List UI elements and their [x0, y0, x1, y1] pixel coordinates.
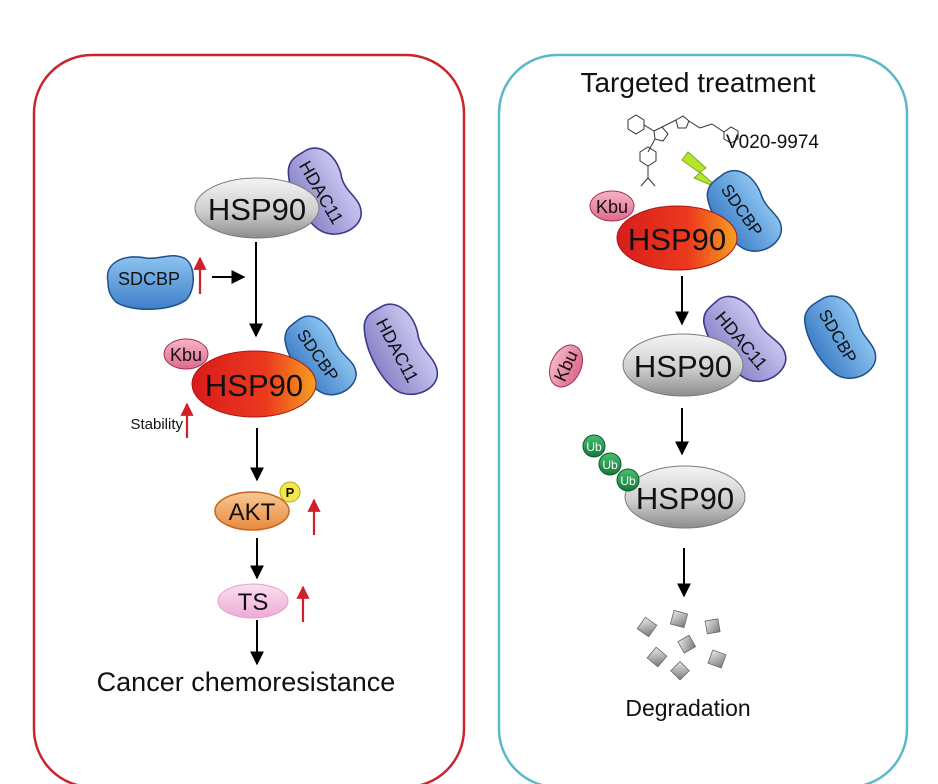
left-panel-border: [32, 53, 466, 784]
kbu-bound-protein: [589, 190, 635, 222]
hsp90-ub-label: HSP90: [636, 481, 734, 516]
ub-badge-1: [582, 434, 606, 458]
hsp90-red-label: HSP90: [628, 222, 726, 257]
ub-badge-2: [598, 452, 622, 476]
kbu-bound-label: Kbu: [596, 197, 628, 217]
right-panel-border: [497, 53, 909, 784]
drug-name-label: V020-9974: [726, 132, 819, 153]
hsp90-mid-label: HSP90: [205, 368, 303, 403]
hdac11-mid-protein: HDAC11: [363, 303, 438, 396]
akt-label: AKT: [229, 499, 276, 526]
right-panel-title: Targeted treatment: [580, 67, 815, 98]
phospho-badge: [279, 481, 301, 503]
ts-label: TS: [238, 589, 269, 616]
hsp90-top-protein: [194, 177, 320, 239]
ub-label-1: Ub: [586, 440, 602, 454]
kbu-label: Kbu: [170, 345, 202, 365]
akt-protein: [214, 491, 290, 531]
hsp90-ub-protein: [624, 465, 746, 529]
ts-protein: [217, 583, 289, 619]
hsp90-right-mid-protein: [622, 333, 744, 397]
ub-label-3: Ub: [620, 474, 636, 488]
sdcbp-side-label: SDCBP: [118, 269, 180, 289]
left-outcome-label: Cancer chemoresistance: [97, 667, 396, 697]
hsp90-top-label: HSP90: [208, 192, 306, 227]
hsp90-red-protein: [616, 205, 738, 271]
drug-structure: [627, 114, 739, 187]
hsp90-mid-protein: [191, 350, 317, 418]
sdcbp-side-protein: [106, 255, 194, 310]
phospho-label: P: [286, 485, 295, 500]
sdcbp-free-protein: SDCBP: [803, 295, 877, 379]
right-outcome-label: Degradation: [625, 695, 750, 721]
ub-badge-3: [616, 468, 640, 492]
lightning-bolt-icon: [681, 151, 719, 189]
kbu-protein: [163, 338, 209, 370]
kbu-free-protein: Kbu: [549, 344, 583, 388]
degradation-fragments: [636, 609, 727, 681]
stability-label: Stability: [130, 416, 183, 433]
hsp90-right-mid-label: HSP90: [634, 349, 732, 384]
ub-label-2: Ub: [602, 458, 618, 472]
